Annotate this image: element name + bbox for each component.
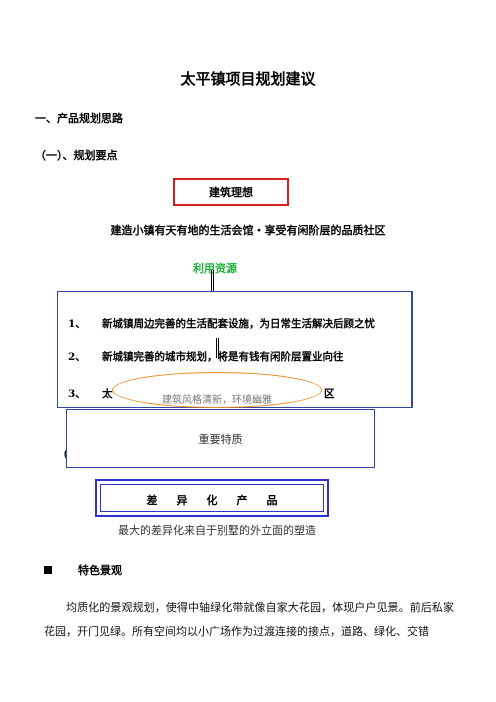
list-item-fragment: 区: [324, 388, 335, 400]
differentiated-product-box: 差异化产品: [95, 479, 329, 517]
concept-statement: 建造小镇有天有地的生活会馆・享受有闲阶层的品质社区: [110, 224, 386, 237]
key-features-box: 重要特质: [66, 409, 375, 468]
page-title: 太平镇项目规划建议: [180, 70, 316, 88]
connector-line: [211, 270, 214, 292]
section-heading: 一、产品规划思路: [35, 112, 123, 125]
list-item: 3、太: [68, 388, 113, 400]
feature-heading-row: 特色景观: [44, 562, 122, 578]
ellipse-text: 建筑风格清新，环境幽雅: [162, 395, 272, 406]
key-features-label: 重要特质: [198, 432, 243, 446]
style-ellipse: 建筑风格清新，环境幽雅: [112, 372, 322, 408]
list-item: 1、新城镇周边完善的生活配套设施，为日常生活解决后顾之忧: [68, 318, 375, 330]
architecture-ideal-label: 建筑理想: [209, 186, 253, 199]
differentiation-note: 最大的差异化来自于别墅的外立面的塑造: [118, 524, 316, 537]
architecture-ideal-box: 建筑理想: [173, 178, 289, 206]
connector-line: [216, 338, 219, 358]
feature-heading: 特色景观: [78, 564, 122, 577]
square-bullet-icon: [44, 566, 52, 574]
resource-label: 利用资源: [193, 262, 237, 275]
landscape-paragraph: 均质化的景观规划，使得中轴绿化带就像自家大花园，体现户户见景。前后私家花园，开门…: [44, 601, 454, 638]
list-item: 2、新城镇完善的城市规划，将是有钱有闲阶层置业向往: [68, 351, 344, 363]
differentiated-product-label: 差异化产品: [100, 484, 324, 512]
subsection-heading: （一）、规划要点: [35, 149, 118, 162]
